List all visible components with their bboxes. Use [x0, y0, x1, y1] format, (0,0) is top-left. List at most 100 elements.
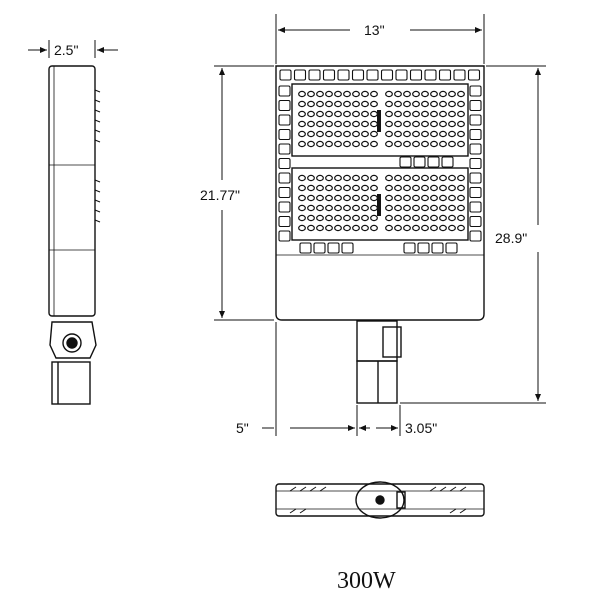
perimeter-pad: [351, 69, 365, 81]
led-dot: [343, 204, 351, 212]
led-dot: [361, 224, 369, 232]
led-dot: [370, 140, 378, 148]
led-dot: [430, 100, 438, 108]
led-dot: [394, 194, 402, 202]
led-dot: [457, 140, 465, 148]
led-dot: [394, 90, 402, 98]
led-dot: [334, 110, 342, 118]
led-dot: [343, 214, 351, 222]
led-dot: [457, 184, 465, 192]
led-dot: [307, 90, 315, 98]
led-dot: [343, 184, 351, 192]
led-dot: [439, 174, 447, 182]
module-divider: [377, 194, 381, 216]
led-dot: [385, 140, 393, 148]
led-dot: [334, 184, 342, 192]
led-dot: [385, 184, 393, 192]
led-dot: [361, 130, 369, 138]
led-dot: [298, 110, 306, 118]
led-dot: [325, 194, 333, 202]
perimeter-pad: [299, 242, 312, 254]
led-dot: [421, 120, 429, 128]
led-dot: [334, 224, 342, 232]
perimeter-pad: [469, 128, 482, 141]
led-dot: [403, 110, 411, 118]
led-dot: [448, 120, 456, 128]
led-dot: [352, 90, 360, 98]
led-dot: [412, 194, 420, 202]
top-view: [275, 481, 485, 519]
led-dot: [439, 130, 447, 138]
led-dot: [325, 140, 333, 148]
perimeter-pad: [278, 128, 291, 141]
perimeter-pad: [278, 114, 291, 126]
led-dot: [394, 140, 402, 148]
perimeter-pad: [469, 114, 482, 126]
arm-mount: [356, 320, 402, 404]
led-dot: [298, 130, 306, 138]
led-array: [298, 90, 465, 232]
led-dot: [325, 214, 333, 222]
led-dot: [307, 110, 315, 118]
led-dot: [457, 110, 465, 118]
led-dot: [370, 184, 378, 192]
width-dimension: [275, 14, 485, 64]
perimeter-pad: [279, 69, 292, 81]
led-dot: [421, 184, 429, 192]
led-dot: [370, 214, 378, 222]
led-dot: [325, 100, 333, 108]
led-dot: [403, 120, 411, 128]
led-dot: [352, 204, 360, 212]
side-housing: [48, 65, 96, 317]
led-dot: [316, 194, 324, 202]
led-dot: [370, 130, 378, 138]
led-dot: [325, 224, 333, 232]
led-dot: [421, 204, 429, 212]
led-dot: [412, 204, 420, 212]
wattage-label: 300W: [337, 568, 396, 594]
led-dot: [412, 184, 420, 192]
led-dot: [448, 110, 456, 118]
top-fins: [289, 486, 467, 514]
led-dot: [430, 174, 438, 182]
led-dot: [430, 224, 438, 232]
led-dot: [439, 140, 447, 148]
led-dot: [421, 110, 429, 118]
perimeter-pad: [395, 69, 408, 81]
perimeter-pad: [438, 69, 452, 81]
led-dot: [394, 110, 402, 118]
led-dot: [370, 174, 378, 182]
led-dot: [298, 174, 306, 182]
led-dot: [439, 110, 447, 118]
led-dot: [439, 90, 447, 98]
led-dot: [325, 130, 333, 138]
led-dot: [343, 130, 351, 138]
led-dot: [325, 90, 333, 98]
led-dot: [307, 130, 315, 138]
perimeter-pad: [278, 215, 291, 228]
led-dot: [430, 130, 438, 138]
led-dot: [385, 90, 393, 98]
led-dot: [448, 90, 456, 98]
perimeter-pad: [337, 69, 350, 81]
perimeter-pad: [293, 69, 307, 81]
perimeter-pads: [278, 69, 482, 254]
front-housing: [275, 65, 485, 321]
led-dot: [385, 110, 393, 118]
led-dot: [334, 194, 342, 202]
side-view: [48, 65, 101, 405]
led-dot: [394, 214, 402, 222]
led-dot: [412, 224, 420, 232]
led-dot: [439, 184, 447, 192]
led-dot: [343, 194, 351, 202]
led-dot: [394, 130, 402, 138]
led-dot: [448, 194, 456, 202]
perimeter-pad: [427, 156, 440, 168]
led-dot: [361, 140, 369, 148]
led-dot: [412, 100, 420, 108]
led-dot: [421, 100, 429, 108]
perimeter-pad: [341, 242, 354, 254]
arm-lock: [382, 326, 402, 358]
perimeter-pad: [469, 186, 482, 199]
